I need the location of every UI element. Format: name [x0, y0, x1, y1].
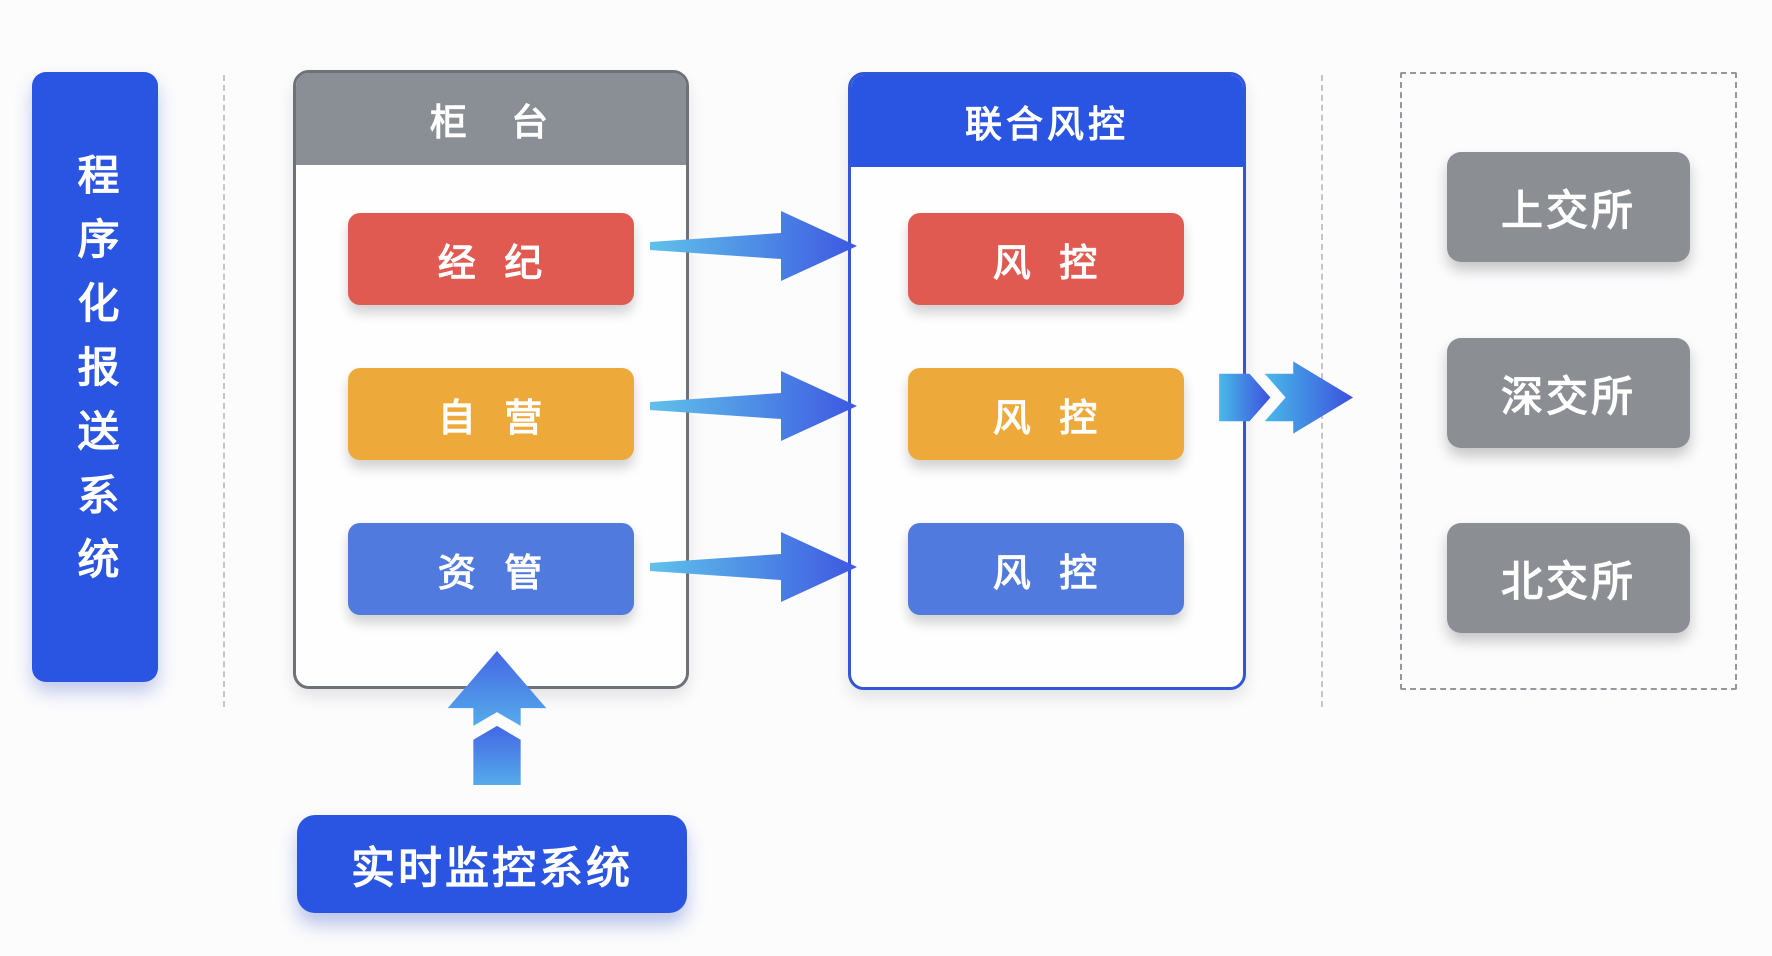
realtime-monitoring-system-label: 实时监控系统 [351, 844, 633, 893]
left-dashed-separator [223, 75, 225, 707]
exchange-shenzhen-label: 深交所 [1500, 372, 1636, 420]
joint-risk-control-title: 联合风控 [965, 104, 1129, 145]
realtime-monitoring-system-box: 实时监控系统 [297, 815, 687, 913]
counter-panel-header: 柜 台 [296, 73, 686, 165]
counter-row-asset-mgmt: 资 管 [348, 523, 634, 615]
exchange-shanghai-label: 上交所 [1500, 186, 1636, 234]
exchange-beijing-label: 北交所 [1500, 557, 1636, 605]
joint-row-risk-3-label: 风 控 [992, 552, 1100, 595]
counter-row-asset-mgmt-label: 资 管 [437, 552, 545, 595]
flow-arrow-brokerage-icon [650, 211, 857, 281]
programmatic-reporting-system-label: 程序化报送系统 [72, 153, 119, 601]
counter-panel: 柜 台 经 纪 自 营 资 管 [293, 70, 689, 689]
flow-arrow-proprietary-icon [650, 371, 857, 441]
joint-row-risk-1-label: 风 控 [992, 242, 1100, 285]
joint-risk-control-panel: 联合风控 风 控 风 控 风 控 [848, 72, 1246, 690]
joint-row-risk-2-label: 风 控 [992, 397, 1100, 440]
joint-risk-control-header: 联合风控 [851, 75, 1243, 167]
merge-arrow-to-exchanges-icon [1219, 361, 1354, 434]
counter-row-proprietary: 自 营 [348, 368, 634, 460]
counter-row-brokerage: 经 纪 [348, 213, 634, 305]
counter-row-proprietary-label: 自 营 [437, 397, 545, 440]
exchange-beijing: 北交所 [1447, 523, 1690, 633]
programmatic-reporting-system-bar: 程序化报送系统 [32, 72, 158, 682]
counter-panel-title: 柜 台 [429, 102, 553, 143]
joint-row-risk-3: 风 控 [908, 523, 1184, 615]
flow-arrow-asset-mgmt-icon [650, 532, 857, 602]
exchanges-zone: 上交所 深交所 北交所 [1400, 72, 1737, 690]
joint-row-risk-2: 风 控 [908, 368, 1184, 460]
joint-row-risk-1: 风 控 [908, 213, 1184, 305]
exchange-shanghai: 上交所 [1447, 152, 1690, 262]
counter-row-brokerage-label: 经 纪 [437, 242, 545, 285]
monitor-up-arrow-icon [447, 651, 547, 786]
exchange-shenzhen: 深交所 [1447, 338, 1690, 448]
